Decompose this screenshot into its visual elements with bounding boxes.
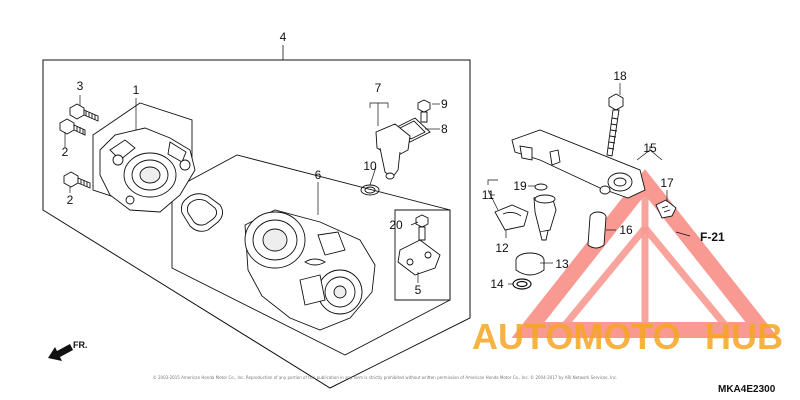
callout-4: 5 xyxy=(415,283,422,297)
fuel-rail xyxy=(512,130,645,198)
callout-1: 1 xyxy=(133,83,140,97)
front-direction-arrow: FR. xyxy=(48,340,88,361)
assembly-frame xyxy=(42,45,471,389)
callout-8: 8 xyxy=(441,122,448,136)
bolt-18 xyxy=(607,94,623,156)
throttle-body-frame xyxy=(171,154,451,356)
callout-11: 11 xyxy=(482,188,495,202)
callout-13: 13 xyxy=(555,257,569,271)
callout-20: 20 xyxy=(389,218,403,232)
hose-16 xyxy=(588,212,606,248)
section-reference: F-21 xyxy=(700,230,725,244)
callout-9: 9 xyxy=(441,97,448,111)
callout-17: 17 xyxy=(660,176,674,190)
callout-16: 16 xyxy=(619,223,633,237)
clip-17 xyxy=(656,200,676,218)
bolt-2b xyxy=(64,172,90,188)
callout-19: 19 xyxy=(513,179,527,193)
sensor-7 xyxy=(376,124,410,179)
bolt-20 xyxy=(416,215,428,240)
o-ring-14 xyxy=(513,279,531,289)
callout-numbers: 4 1 3 2 2 6 7 9 8 10 20 5 18 15 11 19 17… xyxy=(62,30,725,297)
copyright-notice: © 2003-2015 American Honda Motor Co., In… xyxy=(153,375,618,380)
brand-part2: HUB xyxy=(705,316,783,357)
bracket-4 xyxy=(398,240,440,275)
intake-body xyxy=(100,128,195,212)
callout-6: 6 xyxy=(315,168,322,182)
seal-13 xyxy=(516,253,544,275)
callout-2-lower: 2 xyxy=(67,193,74,207)
gasket xyxy=(181,194,222,232)
cap-19 xyxy=(535,184,547,190)
clip-12 xyxy=(495,205,528,230)
callout-14: 14 xyxy=(490,277,504,291)
bolt-2a xyxy=(60,119,85,135)
watermark-triangle xyxy=(511,169,779,338)
o-ring-10 xyxy=(361,185,379,195)
callout-2-upper: 2 xyxy=(62,145,69,159)
watermark-text: AUTOMOTO HUB xyxy=(472,316,783,357)
bolt-3 xyxy=(70,104,98,121)
callout-10: 10 xyxy=(363,159,377,173)
injector xyxy=(534,195,556,240)
brand-part1: AUTOMOTO xyxy=(472,316,681,357)
callout-15: 15 xyxy=(643,141,657,155)
throttle-body xyxy=(245,210,375,330)
callout-12: 12 xyxy=(495,241,509,255)
callout-18: 18 xyxy=(613,69,627,83)
callout-7: 7 xyxy=(375,81,382,95)
watermark xyxy=(511,169,779,338)
leader-lines xyxy=(64,83,691,285)
diagram-code: MKA4E2300 xyxy=(718,384,776,395)
callout-5: 4 xyxy=(280,30,287,44)
bolt-9 xyxy=(418,100,430,122)
front-direction-label: FR. xyxy=(73,340,88,350)
callout-3: 3 xyxy=(77,79,84,93)
